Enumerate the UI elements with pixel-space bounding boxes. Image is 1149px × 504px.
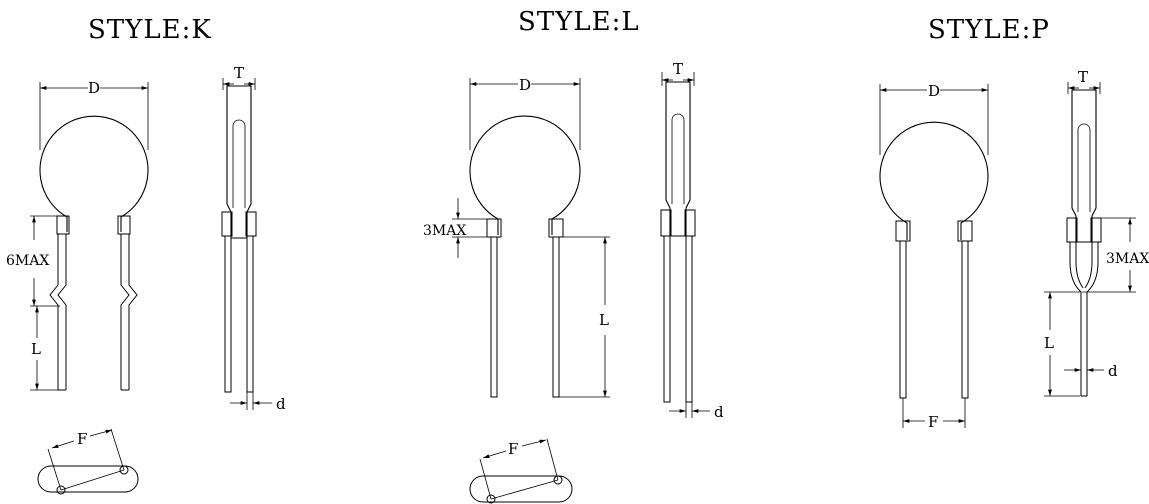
style-l-max-label: 3MAX (423, 223, 466, 239)
style-l-side-view: T d (660, 60, 724, 421)
style-k-f-label: F (77, 430, 87, 448)
style-p-front-view: D F (879, 82, 989, 431)
style-p-title: STYLE:P (928, 15, 1050, 45)
style-l-d-label: D (519, 76, 531, 94)
style-p-side-view: T 3MAX L d (1044, 68, 1149, 397)
style-l-d-small-label: d (714, 403, 724, 421)
style-l-title: STYLE:L (518, 7, 640, 37)
style-k-d-small-label: d (276, 395, 286, 413)
style-p-max-label: 3MAX (1106, 251, 1149, 267)
style-l-bottom-view: F (469, 438, 573, 504)
style-p-t-label: T (1078, 68, 1088, 86)
style-k-max-label: 6MAX (6, 253, 49, 269)
style-p-d-label: D (928, 82, 940, 100)
style-k-title: STYLE:K (88, 15, 212, 45)
style-k-l-label: L (31, 340, 41, 358)
style-l: STYLE:L D 3MAX L (423, 7, 724, 504)
style-p-f-label: F (928, 413, 938, 431)
style-p: STYLE:P D F T (879, 15, 1149, 431)
style-l-l-label: L (599, 311, 609, 329)
style-l-f-label: F (508, 440, 518, 458)
style-p-l-label: L (1044, 334, 1054, 352)
style-k-side-view: T d (221, 64, 286, 413)
style-k-front-view: D 6MAX L (6, 79, 149, 391)
style-k-t-label: T (234, 64, 244, 82)
style-k-bottom-view: F (37, 428, 139, 495)
style-l-t-label: T (673, 60, 683, 78)
style-p-d-small-label: d (1108, 362, 1118, 380)
style-k-d-label: D (88, 79, 100, 97)
style-k: STYLE:K D 6MAX (6, 15, 286, 495)
style-l-front-view: D 3MAX L (423, 76, 610, 398)
